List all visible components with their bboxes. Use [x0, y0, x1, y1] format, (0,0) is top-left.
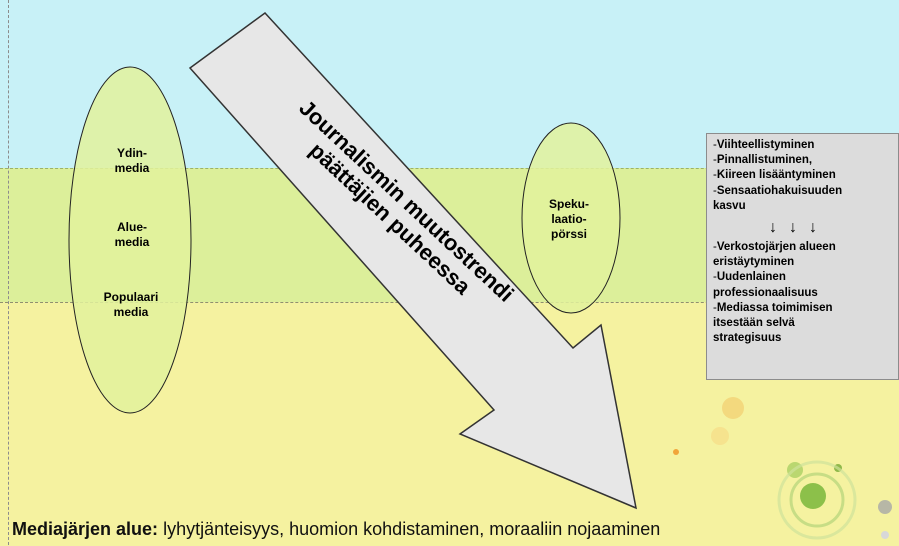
- arrow-down-icon: ↓: [809, 219, 817, 237]
- media-ellipse-left: [68, 66, 192, 414]
- label-ydinmedia: Ydin- media: [114, 146, 150, 175]
- trend-arrow: [188, 11, 637, 510]
- list-item: -Kiireen lisääntyminen: [713, 169, 836, 182]
- speculation-ellipse: [521, 122, 621, 314]
- arrow-down-icon: ↓: [769, 219, 777, 237]
- decorative-bubbles: [673, 397, 892, 540]
- left-dashed-rule: [8, 0, 9, 545]
- list-item: -Pinnallistuminen,: [713, 154, 813, 167]
- label-aluemedia: Alue- media: [114, 220, 150, 249]
- list-item: -Sensaatiohakuisuuden kasvu: [713, 184, 843, 212]
- footer-text: lyhytjänteisyys, huomion kohdistaminen, …: [158, 519, 661, 539]
- footer-label: Mediajärjen alue:: [12, 519, 159, 539]
- trend-list-box: -Viihteellistyminen -Pinnallistuminen, -…: [706, 133, 899, 380]
- list-item: -Uudenlainen professionaalisuus: [713, 271, 818, 299]
- arrow-down-icon: ↓: [789, 219, 797, 237]
- label-spekulaatiopörssi: Speku- laatio- pörssi: [548, 197, 589, 241]
- footer-statement: Mediajärjen alue: lyhytjänteisyys, huomi…: [12, 518, 899, 540]
- list-item: -Verkostojärjen alueen eristäytyminen: [713, 241, 836, 269]
- list-item: -Viihteellistyminen: [713, 139, 815, 151]
- down-arrows: ↓ ↓ ↓: [769, 220, 896, 236]
- list-item: -Mediassa toimimisen itsestään selvä str…: [713, 301, 833, 345]
- label-populaarimedia: Populaari media: [103, 290, 159, 319]
